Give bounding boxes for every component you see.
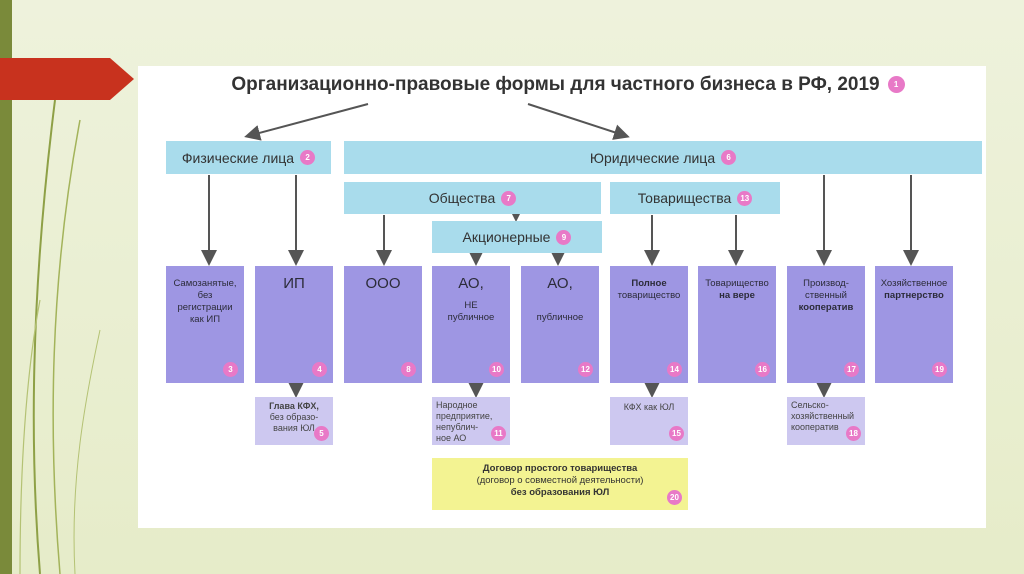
badge-10: 10 — [489, 362, 504, 377]
connector-arrows — [201, 103, 919, 398]
node-tovarishestva: Товарищества 13 — [610, 182, 780, 214]
sk-line-3: кооператив — [791, 422, 839, 432]
ooo-label: ООО — [365, 275, 401, 292]
hp-line-1: Хозяйственное — [880, 278, 948, 289]
sk-line-1: Сельско- — [791, 400, 829, 410]
badge-8: 8 — [401, 362, 416, 377]
node-narodnoe-predpriyatie: Народное предприятие, непублич- ное АО 1… — [432, 397, 510, 445]
obsh-label: Общества — [428, 190, 496, 206]
node-yur-lica: Юридические лица 6 — [344, 141, 982, 174]
badge-19: 19 — [932, 362, 947, 377]
yur-label: Юридические лица — [589, 149, 716, 166]
node-ooo: ООО 8 — [344, 266, 422, 383]
pk-line-3: кооператив — [798, 302, 854, 313]
node-ao-publichnoe: АО, публичное 12 — [521, 266, 599, 383]
ip-label: ИП — [283, 275, 305, 292]
pk-line-1: Производ- — [803, 278, 849, 289]
hp-line-2: партнерство — [884, 290, 944, 301]
badge-2: 2 — [300, 150, 316, 165]
vera-line-2: на вере — [719, 290, 755, 301]
kfh-line-2: без образо- — [269, 412, 319, 422]
badge-17: 17 — [844, 362, 859, 377]
node-selhoz-kooperativ: Сельско- хозяйственный кооператив 18 — [787, 397, 865, 445]
vera-line-1: Товарищество — [705, 278, 769, 289]
samoz-line-4: как ИП — [189, 314, 221, 325]
akc-label: Акционерные — [462, 229, 551, 245]
dog-line-3: без образования ЮЛ — [510, 487, 610, 498]
node-fiz-lica: Физические лица 2 — [166, 141, 331, 174]
dog-line-1: Договор простого товарищества — [482, 463, 638, 474]
node-glava-kfh: Глава КФХ, без образо- вания ЮЛ 5 — [255, 397, 333, 445]
samoz-line-3: регистрации — [177, 302, 233, 313]
badge-12: 12 — [578, 362, 593, 377]
ao-p-label: АО, — [547, 275, 573, 292]
node-ip: ИП 4 — [255, 266, 333, 383]
badge-11: 11 — [491, 426, 506, 441]
badge-20: 20 — [667, 490, 682, 505]
node-dogovor-prostogo-tovarishestva: Договор простого товарищества (договор о… — [432, 458, 688, 510]
badge-4: 4 — [312, 362, 327, 377]
node-ao-nepublichnoe: АО, НЕ публичное 10 — [432, 266, 510, 383]
kfh-line-1: Глава КФХ, — [269, 401, 319, 411]
title-text: Организационно-правовые формы для частно… — [231, 74, 880, 95]
diagram-card: Организационно-правовые формы для частно… — [138, 66, 986, 528]
badge-5: 5 — [314, 426, 329, 441]
red-tab-marker — [0, 58, 134, 100]
node-hoz-partnerstvo: Хозяйственное партнерство 19 — [875, 266, 953, 383]
kfh-ul-label: КФХ как ЮЛ — [623, 402, 675, 412]
node-akcionernye: Акционерные 9 — [432, 221, 602, 253]
decorative-lines — [19, 99, 101, 574]
narod-line-4: ное АО — [436, 433, 467, 443]
diagram-title: Организационно-правовые формы для частно… — [188, 74, 948, 96]
left-accent-strip — [0, 0, 12, 574]
dog-line-2: (договор о совместной деятельности) — [476, 475, 644, 486]
tov-label: Товарищества — [637, 190, 732, 206]
badge-6: 6 — [721, 150, 737, 165]
node-obshestva: Общества 7 — [344, 182, 601, 214]
badge-1: 1 — [887, 76, 905, 93]
ao-p-line-1: публичное — [536, 312, 584, 323]
badge-15: 15 — [669, 426, 684, 441]
sk-line-2: хозяйственный — [791, 411, 855, 421]
arrow-title-yur — [527, 103, 630, 140]
arrow-title-fiz — [244, 103, 369, 141]
node-polnoe-tovarishestvo: Полное товарищество 14 — [610, 266, 688, 383]
badge-13: 13 — [737, 190, 753, 206]
samoz-line-2: без — [197, 290, 213, 301]
ao-np-label: АО, — [458, 275, 484, 292]
badge-9: 9 — [556, 229, 572, 245]
badge-3: 3 — [223, 362, 238, 377]
narod-line-2: предприятие, — [436, 411, 493, 421]
badge-14: 14 — [667, 362, 682, 377]
pk-line-2: ственный — [805, 290, 847, 301]
node-tovarishestvo-na-vere: Товарищество на вере 16 — [698, 266, 776, 383]
node-kfh-kak-yul: КФХ как ЮЛ 15 — [610, 397, 688, 445]
fiz-label: Физические лица — [181, 149, 295, 166]
poln-line-1: Полное — [631, 278, 667, 289]
badge-16: 16 — [755, 362, 770, 377]
ao-np-line-2: публичное — [447, 312, 495, 323]
badge-18: 18 — [846, 426, 861, 441]
node-samozanyatye: Самозанятые, без регистрации как ИП 3 — [166, 266, 244, 383]
poln-line-2: товарищество — [617, 290, 681, 301]
badge-7: 7 — [501, 190, 517, 206]
ao-np-line-1: НЕ — [464, 300, 478, 311]
narod-line-3: непублич- — [436, 422, 479, 432]
kfh-line-3: вания ЮЛ — [273, 423, 315, 433]
node-proizv-kooperativ: Производ- ственный кооператив 17 — [787, 266, 865, 383]
samoz-line-1: Самозанятые, — [173, 278, 237, 289]
narod-line-1: Народное — [436, 400, 478, 410]
